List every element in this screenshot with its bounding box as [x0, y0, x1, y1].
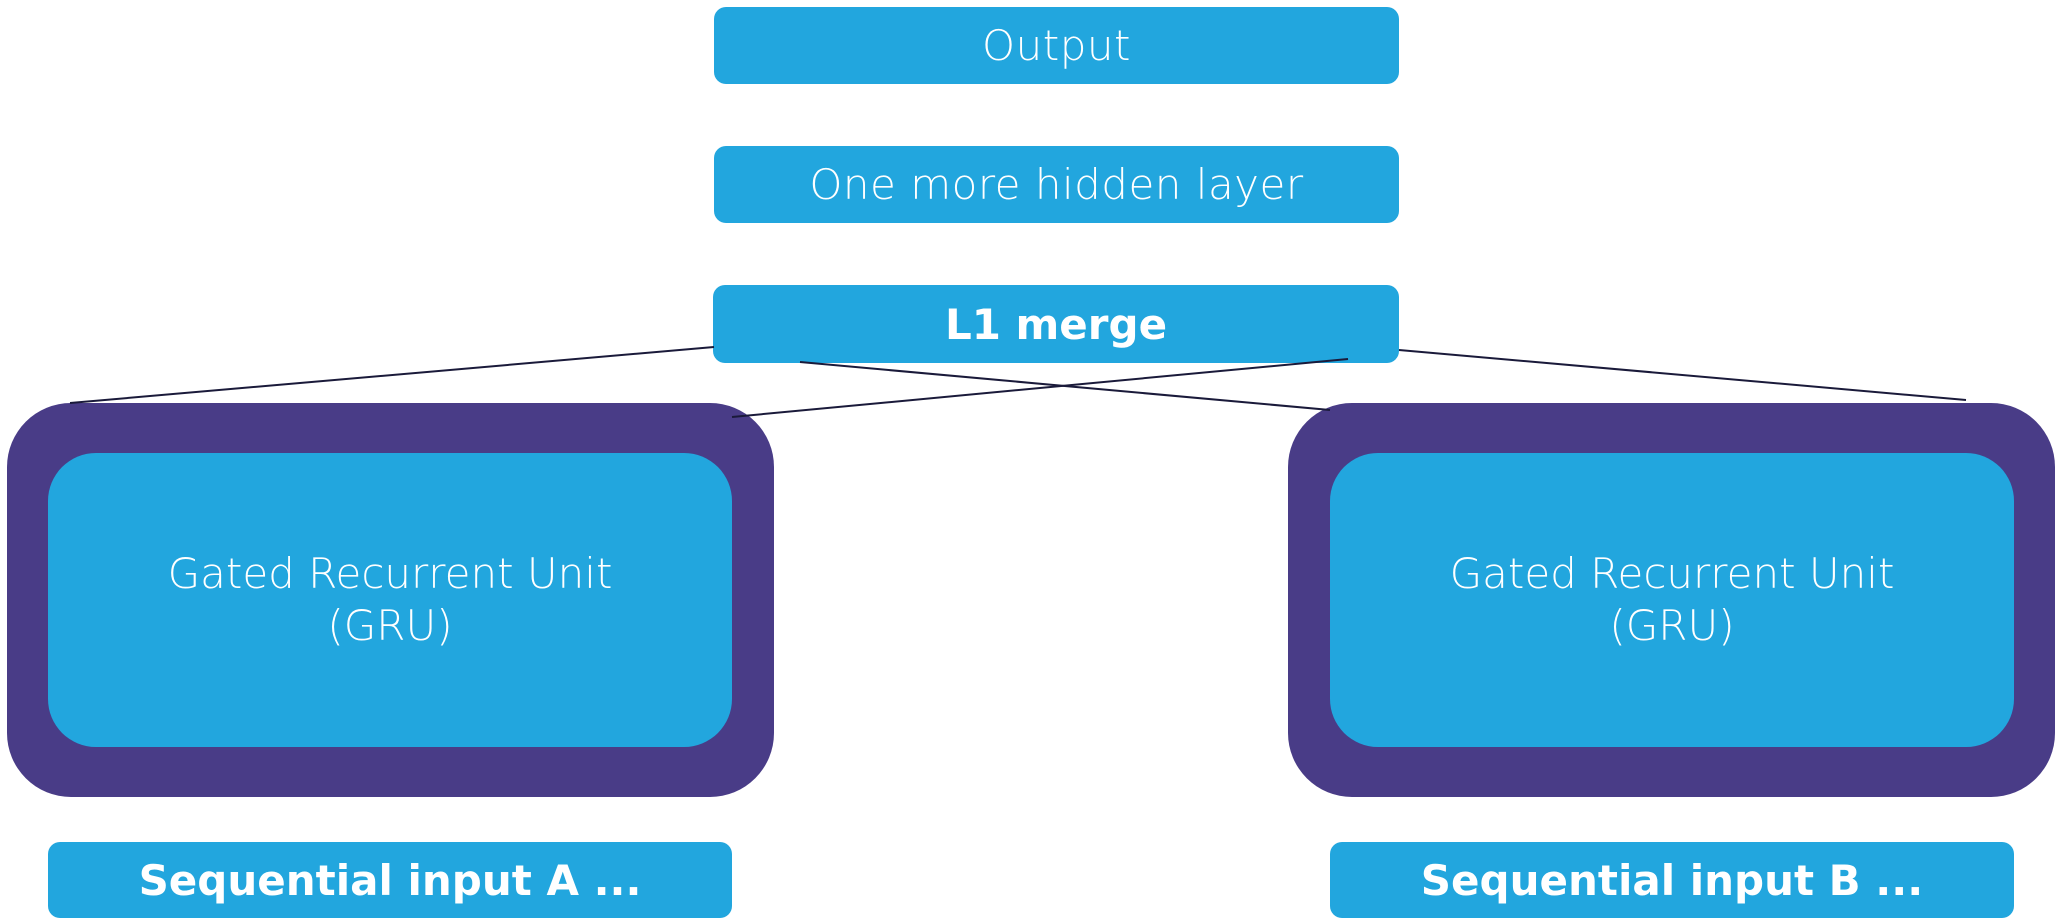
gru-a-abbrev: (GRU) [327, 601, 453, 650]
gru-a-node: Gated Recurrent Unit (GRU) [48, 453, 732, 747]
gru-b-abbrev: (GRU) [1609, 601, 1735, 650]
gru-b-node: Gated Recurrent Unit (GRU) [1330, 453, 2014, 747]
l1-merge-node: L1 merge [713, 285, 1399, 363]
input-a-label: Sequential input A ... [138, 855, 642, 905]
connector-merge-to-gru-b-left [799, 361, 1331, 411]
hidden-layer-node: One more hidden layer [714, 146, 1399, 223]
connector-merge-to-gru-a-right [731, 358, 1349, 418]
connector-merge-to-gru-a-top [69, 346, 715, 404]
gru-b-title: Gated Recurrent Unit [1449, 549, 1895, 598]
l1-merge-label: L1 merge [944, 299, 1168, 349]
input-b-node: Sequential input B ... [1330, 842, 2014, 918]
input-a-node: Sequential input A ... [48, 842, 732, 918]
output-label: Output [982, 21, 1131, 70]
output-node: Output [714, 7, 1399, 84]
connector-merge-to-gru-b-top [1398, 349, 1967, 401]
input-b-label: Sequential input B ... [1420, 855, 1924, 905]
hidden-layer-label: One more hidden layer [809, 160, 1304, 209]
gru-a-title: Gated Recurrent Unit [167, 549, 613, 598]
